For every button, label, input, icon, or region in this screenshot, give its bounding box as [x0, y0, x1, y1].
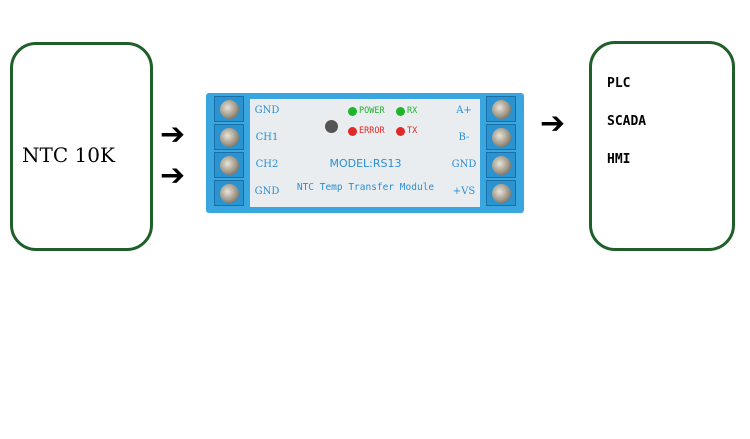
led-label: ERROR	[359, 126, 385, 136]
screw-terminal-icon	[220, 184, 239, 203]
arrow-right-icon: ➔	[160, 158, 186, 193]
target-hmi: HMI	[607, 152, 631, 167]
screw-terminal-icon	[492, 184, 511, 203]
ntc-sensor-box	[10, 42, 153, 251]
right-label-panel	[447, 99, 480, 207]
led-label: RX	[407, 106, 418, 116]
terminal-label: GND	[254, 105, 280, 116]
rx-led-icon	[396, 107, 405, 116]
screw-terminal-icon	[220, 100, 239, 119]
ntc-sensor-label: NTC 10K	[22, 143, 115, 167]
target-systems-box	[589, 41, 735, 251]
arrow-right-icon: ➔	[540, 106, 566, 141]
error-led-icon	[348, 127, 357, 136]
center-panel: POWER RX ERROR TX MODEL:RS13 NTC Temp Tr…	[284, 99, 447, 207]
terminal-label: CH2	[255, 159, 279, 170]
led-label: POWER	[359, 106, 385, 116]
left-label-panel	[250, 99, 284, 207]
terminal-label: B-	[458, 132, 470, 143]
screw-terminal-icon	[492, 100, 511, 119]
tx-led-icon	[396, 127, 405, 136]
target-scada: SCADA	[607, 114, 647, 129]
led-label: TX	[407, 126, 418, 136]
rs13-module: POWER RX ERROR TX MODEL:RS13 NTC Temp Tr…	[206, 93, 524, 213]
terminal-label: GND	[451, 159, 477, 170]
screw-terminal-icon	[220, 128, 239, 147]
terminal-label: +VS	[452, 186, 476, 197]
screw-terminal-icon	[220, 156, 239, 175]
screw-terminal-icon	[492, 128, 511, 147]
terminal-label: GND	[254, 186, 280, 197]
screw-terminal-icon	[492, 156, 511, 175]
button-icon	[325, 120, 338, 133]
module-name: NTC Temp Transfer Module	[296, 182, 435, 193]
arrow-right-icon: ➔	[160, 117, 186, 152]
target-plc: PLC	[607, 76, 631, 91]
terminal-label: CH1	[255, 132, 279, 143]
power-led-icon	[348, 107, 357, 116]
terminal-label: A+	[456, 105, 472, 116]
model-label: MODEL:RS13	[329, 157, 402, 170]
